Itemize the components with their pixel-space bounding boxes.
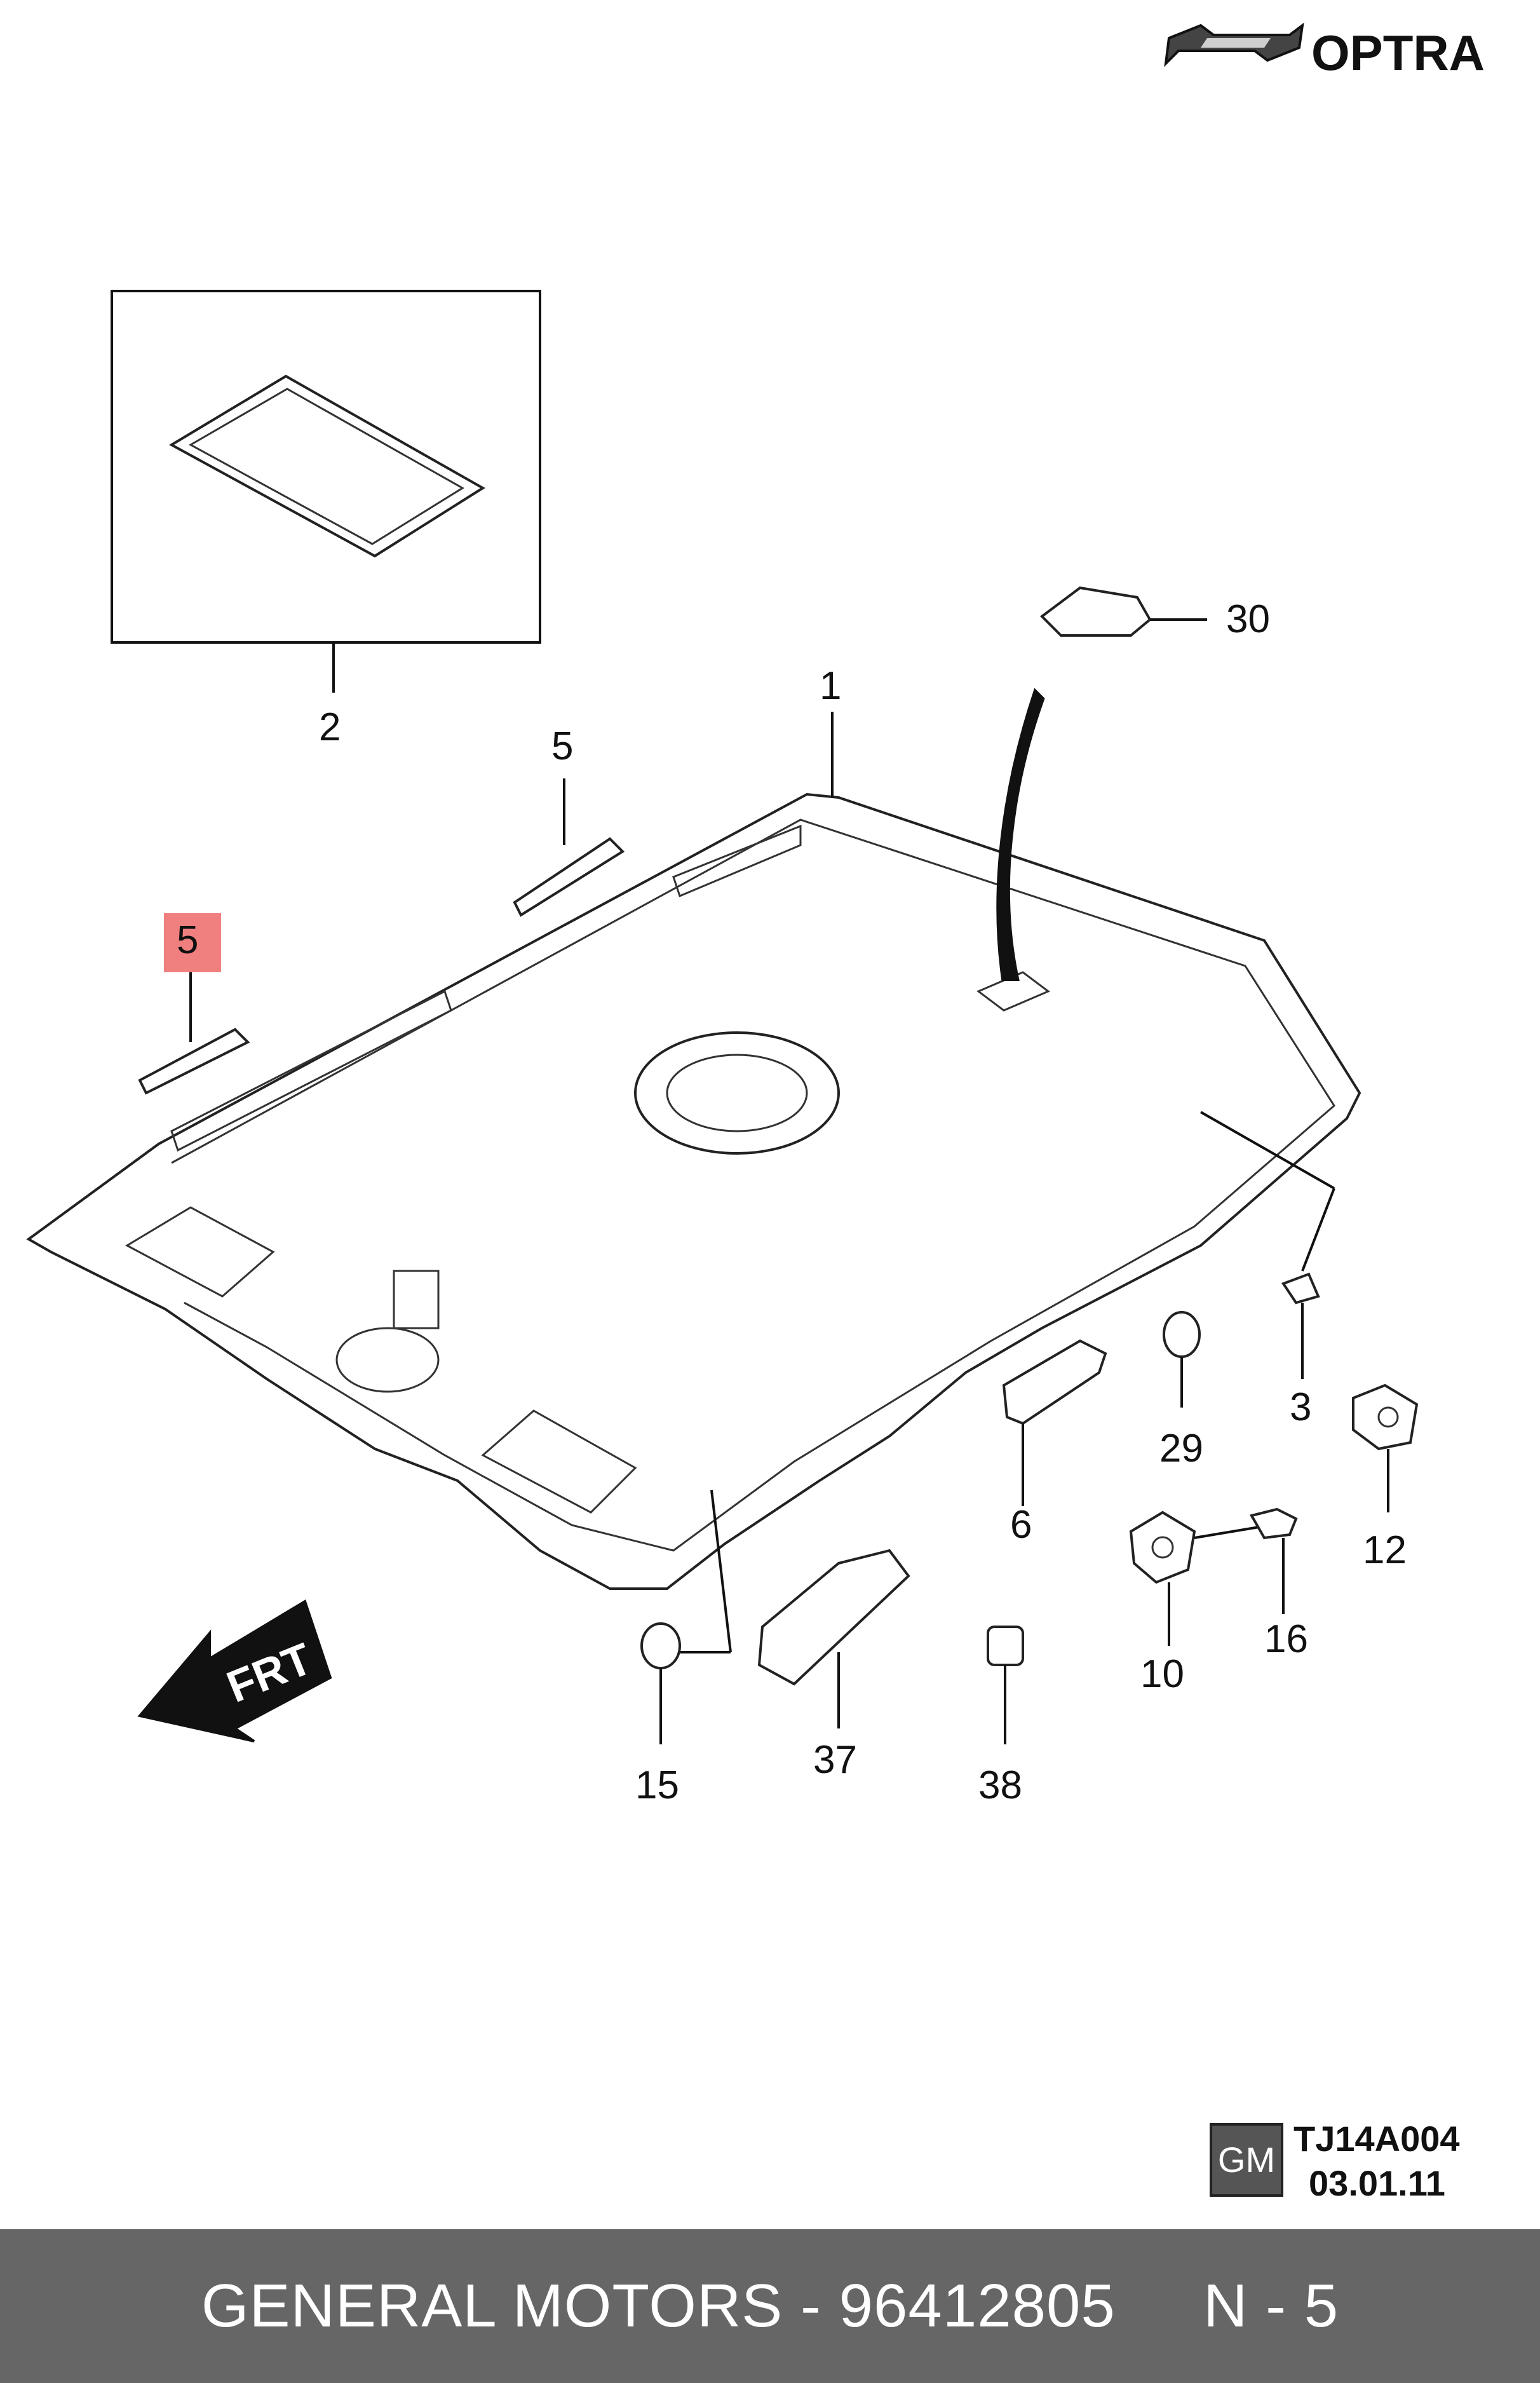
callout-30: 30	[1226, 597, 1270, 641]
seal-strip	[996, 688, 1045, 981]
callout-10: 10	[1140, 1652, 1184, 1696]
callout-2: 2	[319, 705, 341, 749]
part-29-clip: 29	[1159, 1311, 1203, 1470]
callout-37: 37	[813, 1738, 857, 1782]
front-arrow-icon: FRT	[137, 1599, 332, 1742]
footer-bar: GENERAL MOTORS - 96412805 N - 5	[0, 2229, 1540, 2383]
sunroof-seal-inset	[111, 290, 541, 693]
part-5-grip-handle-highlighted: 5	[138, 913, 250, 1095]
headliner-panel	[26, 792, 1361, 1590]
part-15-clip: 15	[635, 1490, 732, 1807]
sunvisor-recess-right	[481, 1409, 637, 1514]
part-6-assist-grip: 6	[1002, 1339, 1107, 1547]
callout-highlight	[164, 913, 221, 972]
part-30-lamp-bracket: 30	[1039, 586, 1270, 641]
gm-logo-text: GM	[1218, 2140, 1275, 2180]
callout-15: 15	[635, 1763, 679, 1807]
callout-1: 1	[820, 664, 841, 708]
callout-38: 38	[978, 1763, 1022, 1807]
callout-12: 12	[1363, 1528, 1407, 1572]
dome-light-opening	[634, 1031, 840, 1155]
part-5-grip-handle-upper: 5	[513, 724, 625, 917]
gm-stamp: GM TJ14A004 03.01.11	[1210, 2119, 1460, 2203]
callout-16: 16	[1264, 1617, 1308, 1661]
footer-part-info: GENERAL MOTORS - 96412805 N - 5	[201, 2272, 1339, 2340]
part-37-grip-handle-rear: 37	[757, 1549, 910, 1782]
part-16-screw: 16	[1194, 1507, 1308, 1661]
part-10-bracket: 10	[1129, 1511, 1196, 1696]
diagram-code: TJ14A004	[1293, 2119, 1460, 2159]
sunvisor-recess-left	[125, 1206, 275, 1298]
speaker-opening	[335, 1327, 440, 1393]
brand-name: OPTRA	[1311, 25, 1485, 81]
callout-6: 6	[1010, 1503, 1032, 1547]
callout-3: 3	[1290, 1385, 1311, 1429]
diagram-date: 03.01.11	[1309, 2163, 1445, 2203]
inset-frame	[111, 290, 541, 644]
gm-logo	[1210, 2123, 1283, 2197]
headliner-exploded-diagram: OPTRA 30 1 2 5	[26, 22, 1485, 2203]
sunroof-seal-part	[168, 374, 485, 558]
part-38-bushing: 38	[978, 1626, 1024, 1807]
callout-29: 29	[1159, 1427, 1203, 1470]
chevrolet-bowtie-icon	[1164, 22, 1304, 67]
callout-5-highlighted: 5	[177, 918, 198, 962]
part-3-clip: 3	[1200, 1111, 1335, 1429]
brand-header: OPTRA	[1164, 22, 1485, 81]
callout-5-upper: 5	[551, 724, 573, 768]
part-12-bracket: 12	[1352, 1383, 1419, 1572]
